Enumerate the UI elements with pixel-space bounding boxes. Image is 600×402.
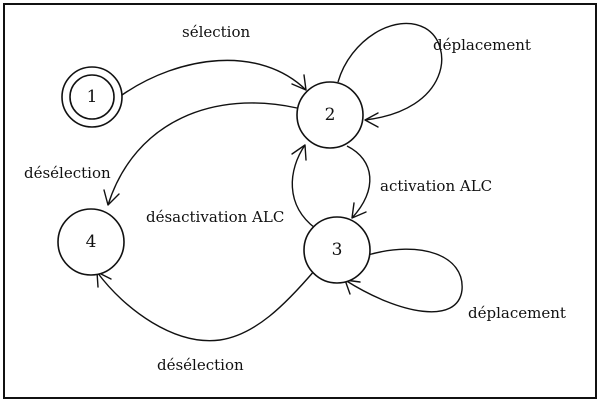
state-4-circle (57, 208, 125, 276)
transition-3-to-2-arrowhead (291, 144, 307, 161)
transition-2-self-loop-edge (337, 22, 443, 121)
transition-2-to-4-edge (107, 102, 298, 206)
transition-3-to-4-edge (96, 269, 316, 342)
transition-3-self-loop: déplacement (344, 248, 566, 322)
transition-3-to-2: désactivation ALC (146, 144, 316, 229)
transition-2-to-3: activation ALC (346, 145, 492, 219)
transition-2-to-3-arrowhead (351, 202, 367, 219)
state-1-inner-ring (69, 74, 115, 120)
state-3-circle (303, 216, 371, 284)
transition-3-to-2-edge (291, 144, 316, 229)
transition-2-to-4: désélection (24, 102, 298, 206)
transition-2-to-4-label: désélection (24, 164, 111, 182)
state-3: 3 (303, 216, 371, 284)
transition-3-self-loop-edge (344, 248, 463, 313)
transition-2-self-loop-arrowhead (364, 112, 379, 128)
transition-2-self-loop-label: déplacement (433, 36, 531, 54)
state-4-label: 4 (86, 232, 97, 252)
transition-3-self-loop-label: déplacement (468, 304, 566, 322)
transition-3-to-4-label: désélection (157, 356, 244, 374)
state-2-circle (296, 81, 364, 149)
transition-2-self-loop: déplacement (337, 22, 531, 128)
transition-2-to-3-label: activation ALC (380, 177, 492, 195)
state-1-label: 1 (87, 87, 98, 107)
transition-1-to-2: sélection (121, 23, 307, 96)
transition-2-to-4-arrowhead (103, 189, 120, 206)
transition-3-to-4: désélection (96, 269, 316, 374)
diagram-frame (3, 3, 597, 399)
state-2-label: 2 (325, 105, 336, 125)
state-3-label: 3 (332, 240, 343, 260)
transition-1-to-2-arrowhead (291, 74, 307, 91)
transition-1-to-2-label: sélection (182, 23, 251, 41)
transition-2-to-3-edge (346, 145, 371, 219)
state-2: 2 (296, 81, 364, 149)
state-1: 1 (61, 66, 123, 128)
transition-1-to-2-edge (121, 59, 307, 96)
transition-3-to-2-label: désactivation ALC (146, 208, 284, 226)
state-4: 4 (57, 208, 125, 276)
